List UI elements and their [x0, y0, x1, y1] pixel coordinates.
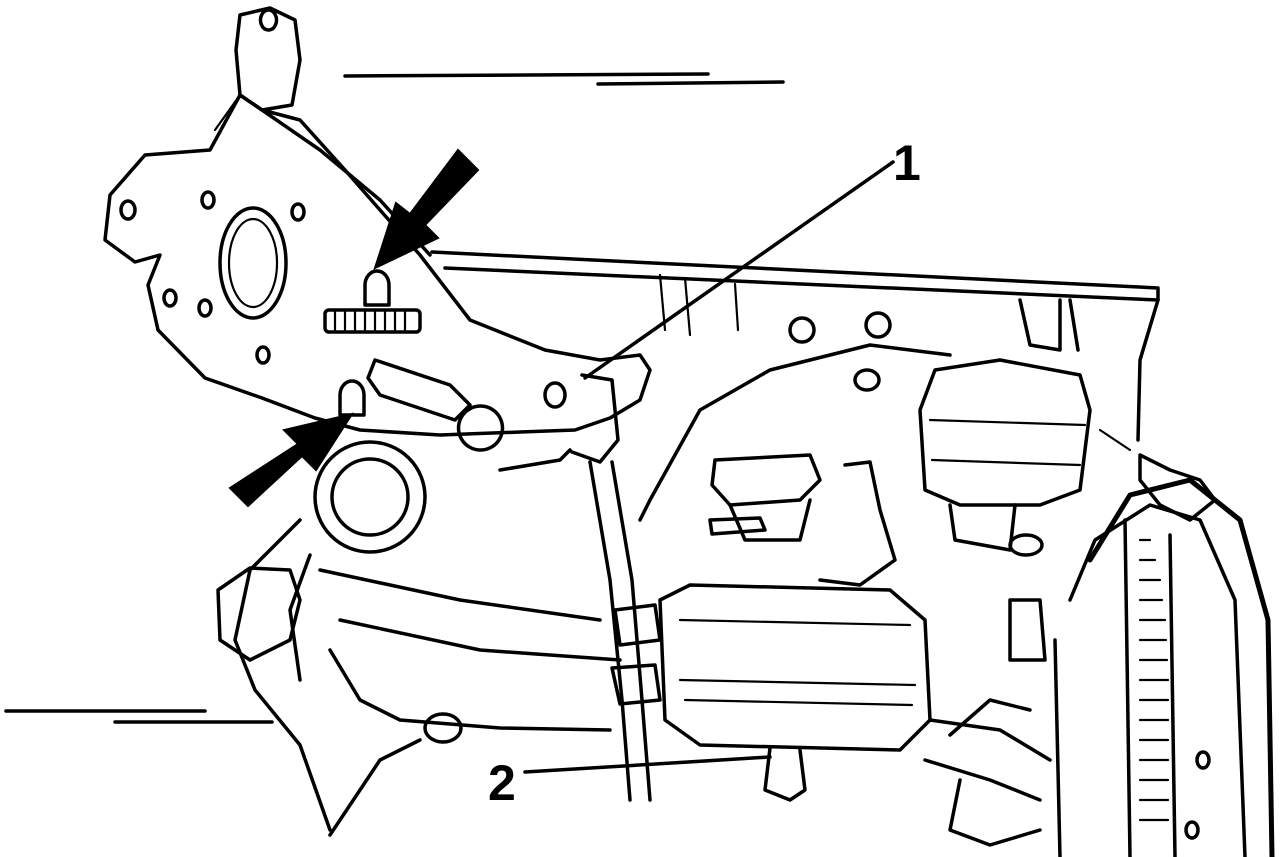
arrow-upper-icon [373, 148, 480, 270]
speed-lines [4, 72, 785, 724]
brake-rotor [1053, 428, 1275, 857]
callout-label-2: 2 [488, 755, 516, 811]
callout-leaders [523, 160, 895, 774]
arrow-lower-icon [228, 412, 355, 508]
strut-top [918, 358, 1092, 662]
adjuster-stud [323, 269, 422, 417]
indicator-arrows [228, 148, 480, 508]
link-rod [570, 373, 662, 802]
lower-linkage [923, 698, 1052, 847]
brake-caliper [638, 343, 952, 802]
leader-line-1 [583, 160, 895, 380]
knuckle-carrier [103, 6, 652, 437]
lower-arm [216, 404, 622, 837]
callout-label-1: 1 [893, 135, 921, 191]
leader-line-2 [523, 755, 772, 774]
body-frame [430, 250, 1160, 442]
